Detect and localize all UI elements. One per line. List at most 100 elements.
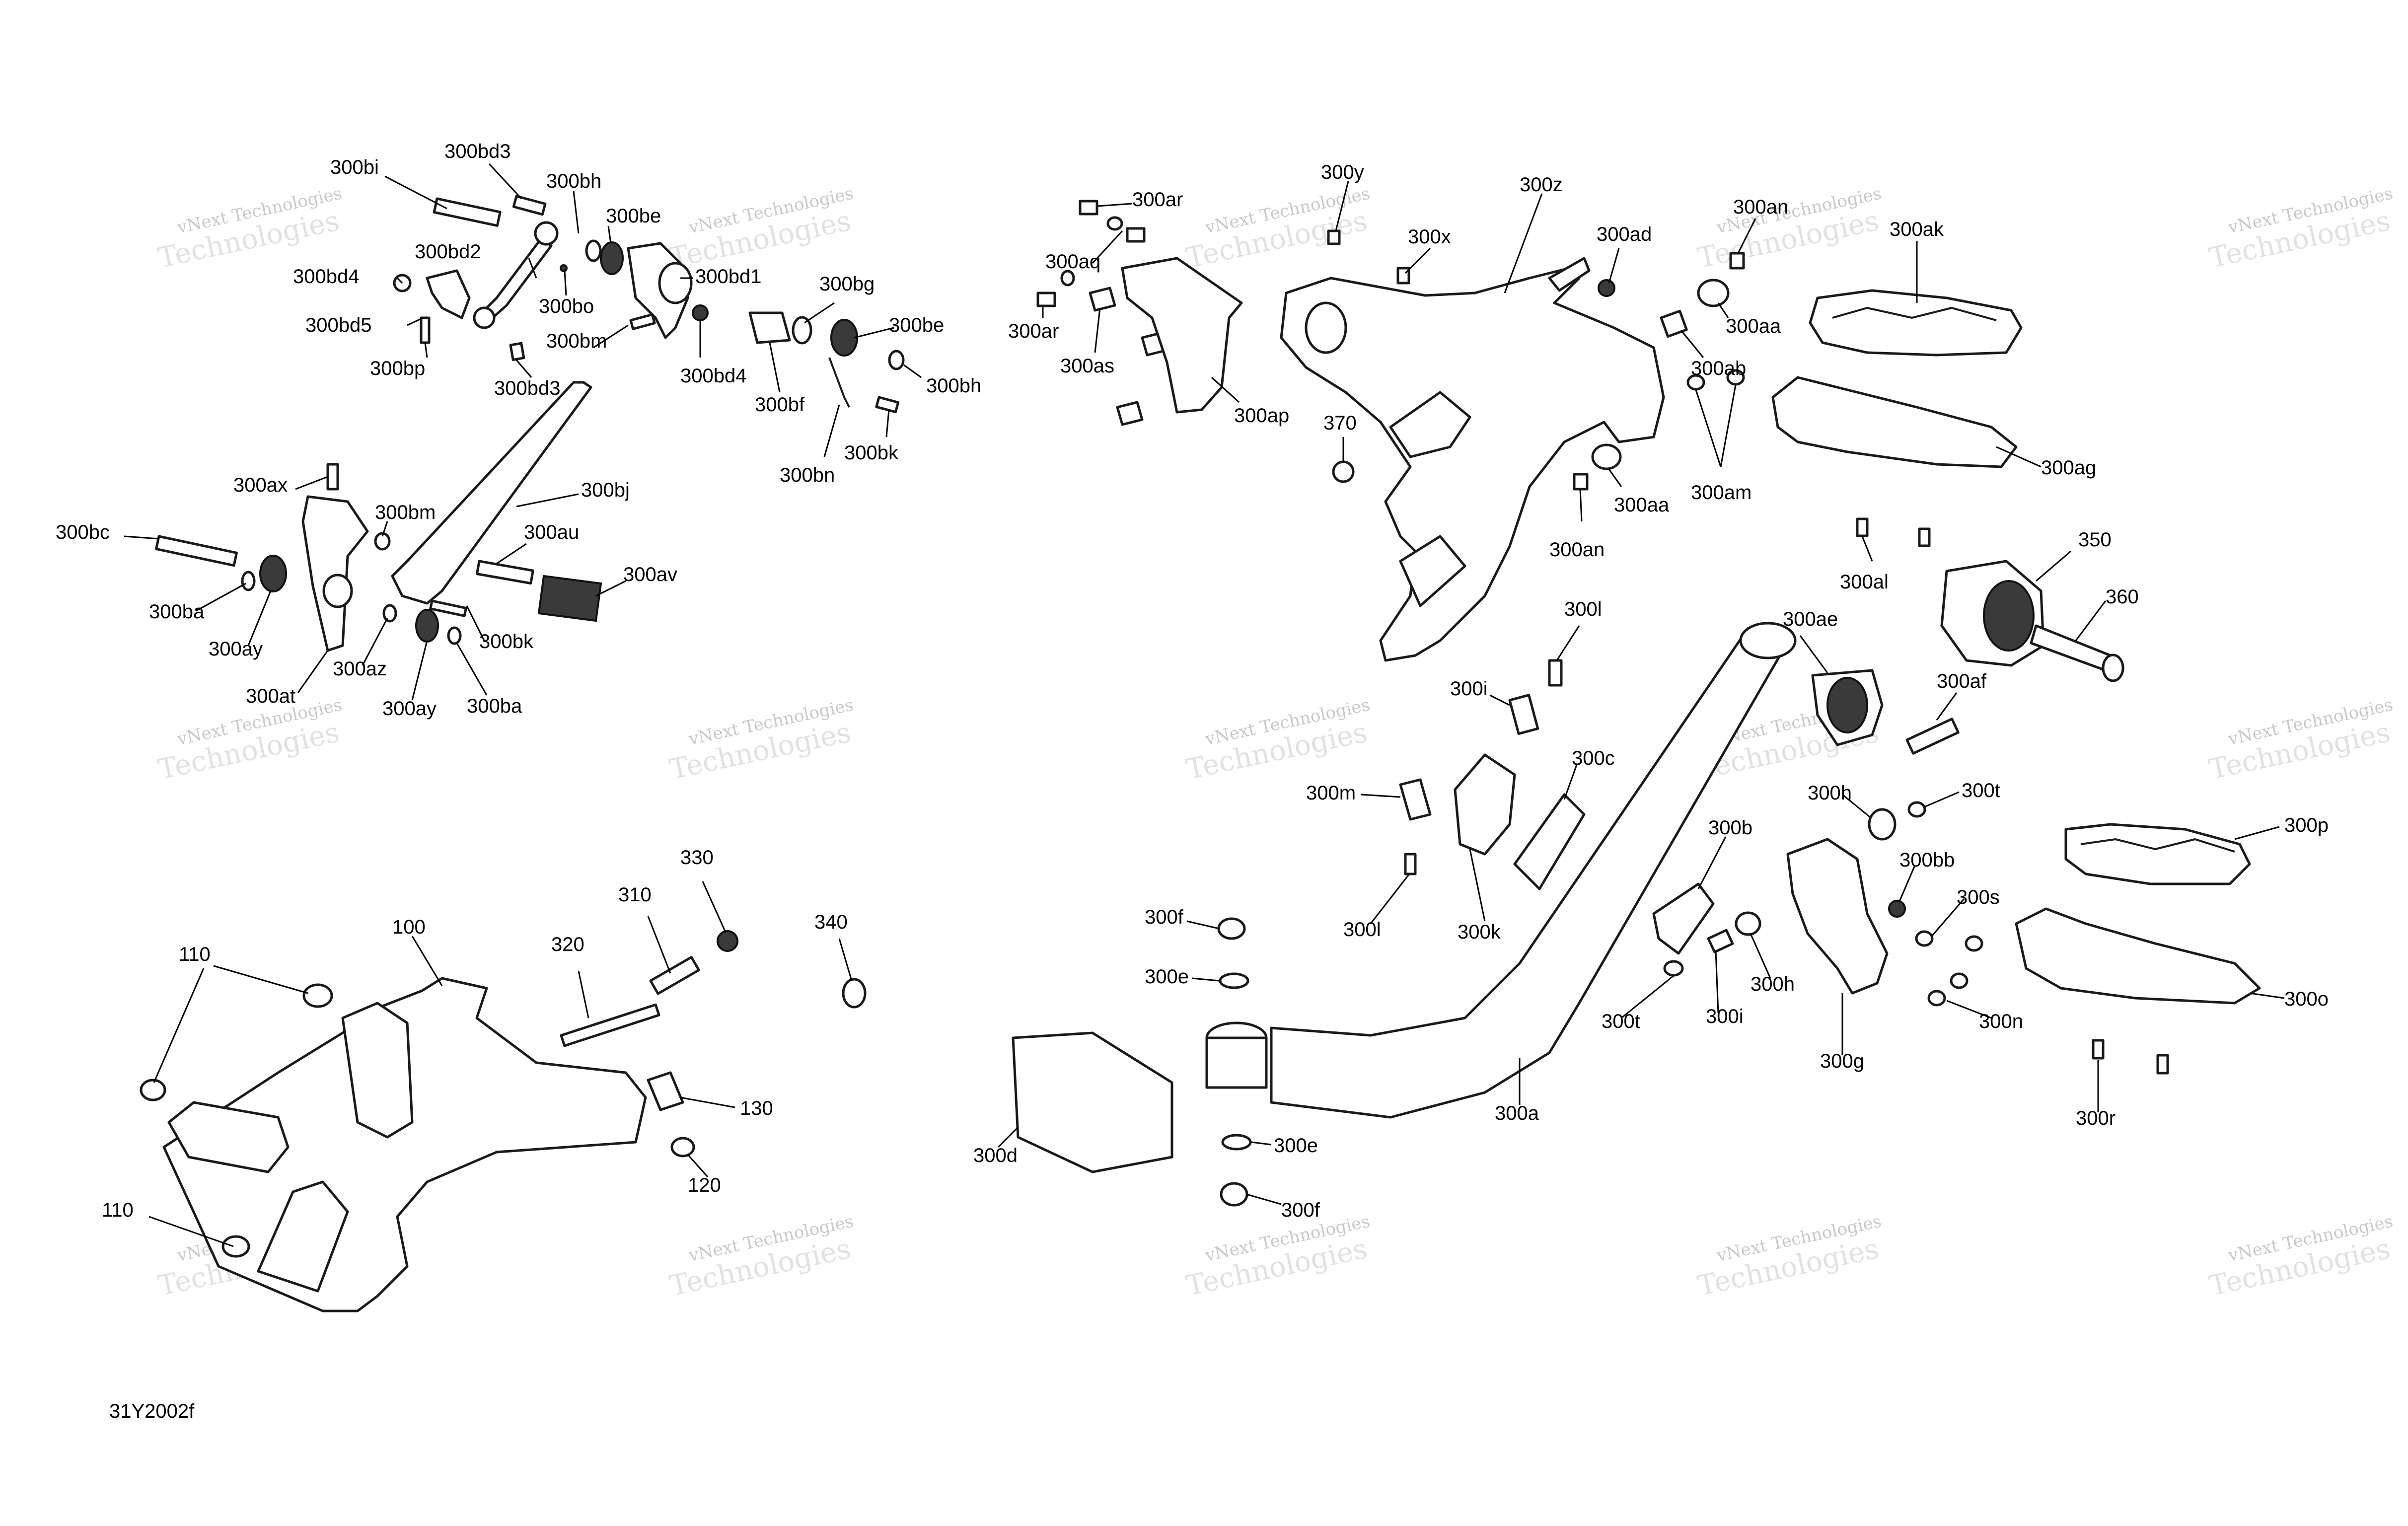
callout-label: 300bh — [546, 170, 601, 192]
tube-cup-body — [1205, 1036, 1268, 1089]
washer-300e — [1219, 972, 1249, 989]
bolt-300bi — [433, 197, 502, 227]
callout-label: 300be — [889, 314, 944, 336]
callout-label: 300ad — [1597, 223, 1652, 245]
ball-joint-300bd5 — [426, 269, 471, 319]
bolt-320 — [560, 1003, 660, 1047]
bushing-300h — [1868, 808, 1897, 841]
washer-300e-b — [1221, 1134, 1252, 1151]
part-drawings — [140, 195, 2261, 1312]
washer-340 — [842, 978, 867, 1009]
washer-300bh — [585, 239, 602, 262]
callout-label: 300an — [1733, 196, 1788, 218]
pin-300i-b — [1707, 929, 1734, 953]
washer-300ba-b — [447, 626, 462, 645]
tube-300a — [1270, 627, 1784, 1119]
callout-label: 300ap — [1234, 405, 1289, 427]
callout-label: 300l — [1343, 919, 1381, 941]
frame-tab — [1548, 257, 1591, 292]
callout-label: 300al — [1840, 571, 1889, 593]
callout-label: 330 — [680, 847, 714, 869]
callout-label: 300ag — [2041, 457, 2096, 479]
pin-300bk — [875, 396, 900, 414]
nut-300bd4-b — [692, 304, 709, 321]
callout-label: 300am — [1691, 482, 1751, 504]
callout-label: 300k — [1458, 921, 1501, 943]
bolt-370 — [1332, 460, 1355, 483]
bracket-bore — [658, 262, 693, 304]
bushing-300bf — [748, 311, 791, 344]
screw-300ar — [1079, 200, 1098, 216]
washer-300aq — [1106, 216, 1123, 231]
callout-label: 300ab — [1691, 358, 1746, 379]
callout-label: 320 — [551, 934, 584, 955]
screw-300f — [1217, 917, 1246, 940]
callout-label: 310 — [618, 884, 652, 906]
screw-300al-b — [1918, 527, 1931, 547]
callout-label: 300r — [2076, 1107, 2116, 1129]
screw-300n-a — [1927, 990, 1946, 1007]
rod-300bj — [391, 381, 592, 605]
callout-label: 300ay — [209, 638, 263, 660]
bracket-300ap — [1121, 257, 1243, 414]
screw-300f-b — [1220, 1182, 1248, 1207]
screw-300t-b — [1663, 960, 1684, 977]
callout-label: 300bd4 — [293, 266, 359, 288]
plate-300b — [1652, 882, 1715, 955]
callout-label: 300bi — [330, 156, 379, 178]
callout-label: 370 — [1323, 412, 1357, 434]
callout-label: 300bd5 — [305, 314, 371, 336]
callout-label: 300bf — [755, 394, 805, 416]
callout-label: 300bn — [780, 464, 835, 486]
screw-300aq — [1126, 227, 1146, 243]
skid-pad — [167, 1101, 290, 1173]
screw-300l — [1548, 659, 1563, 687]
callout-label: 300at — [246, 685, 295, 707]
rod-end-lower — [473, 306, 496, 329]
bushing-300ab — [1660, 309, 1688, 338]
washer-300bh-b — [888, 350, 905, 370]
callout-label: 300az — [333, 658, 387, 680]
screw-120 — [670, 1137, 695, 1158]
callout-label: 300ae — [1783, 608, 1838, 630]
callout-label: 300ba — [467, 695, 522, 717]
callout-label: 300aa — [1726, 315, 1781, 337]
callout-label: 300n — [1979, 1011, 2023, 1032]
bolt-300bd3 — [512, 195, 547, 216]
pin-300bk-b — [429, 599, 467, 617]
plate-300d — [1012, 1031, 1173, 1173]
footrest-mount-upper — [1036, 200, 1410, 426]
callout-label: 300m — [1306, 782, 1356, 804]
screw-300r-b — [2156, 1054, 2169, 1075]
screw-300y — [1327, 229, 1341, 245]
callout-label: 300a — [1495, 1102, 1539, 1124]
callout-label: 300bd3 — [444, 141, 511, 162]
bearing-300ae-race — [1826, 677, 1868, 733]
callout-label: 300bh — [926, 375, 981, 397]
callout-label: 300g — [1820, 1050, 1864, 1072]
callout-label: 300s — [1957, 886, 2000, 908]
callout-label: 300bj — [581, 479, 630, 501]
callout-label: 300ay — [382, 698, 437, 720]
callout-label: 300aa — [1614, 494, 1670, 516]
callout-label: 300bc — [56, 521, 110, 543]
callout-label: 300bd2 — [415, 241, 481, 263]
callout-label: 300ba — [149, 601, 205, 623]
bracket-300k — [1454, 753, 1516, 856]
callout-label: 300av — [623, 564, 677, 585]
screw-300ax — [326, 463, 339, 491]
bolt-300bm — [629, 313, 656, 330]
callout-label: 300h — [1808, 782, 1852, 804]
callout-label: 340 — [814, 911, 848, 933]
callout-label: 300e — [1274, 1135, 1318, 1157]
bolt-300bm-b — [374, 532, 391, 551]
nut-300bb — [1888, 900, 1906, 918]
callout-label: 100 — [392, 916, 426, 938]
callout-label: 130 — [740, 1097, 773, 1119]
callouts: 300bi 300bd3 300bh 300be 300bd2 300bd4 3… — [56, 141, 2329, 1221]
callout-label: 300an — [1549, 539, 1605, 561]
spacer-310 — [649, 956, 700, 995]
callout-label: 300c — [1572, 747, 1615, 769]
tube-assembly-300a — [1012, 622, 1960, 1207]
screw-300an-b — [1573, 473, 1589, 491]
